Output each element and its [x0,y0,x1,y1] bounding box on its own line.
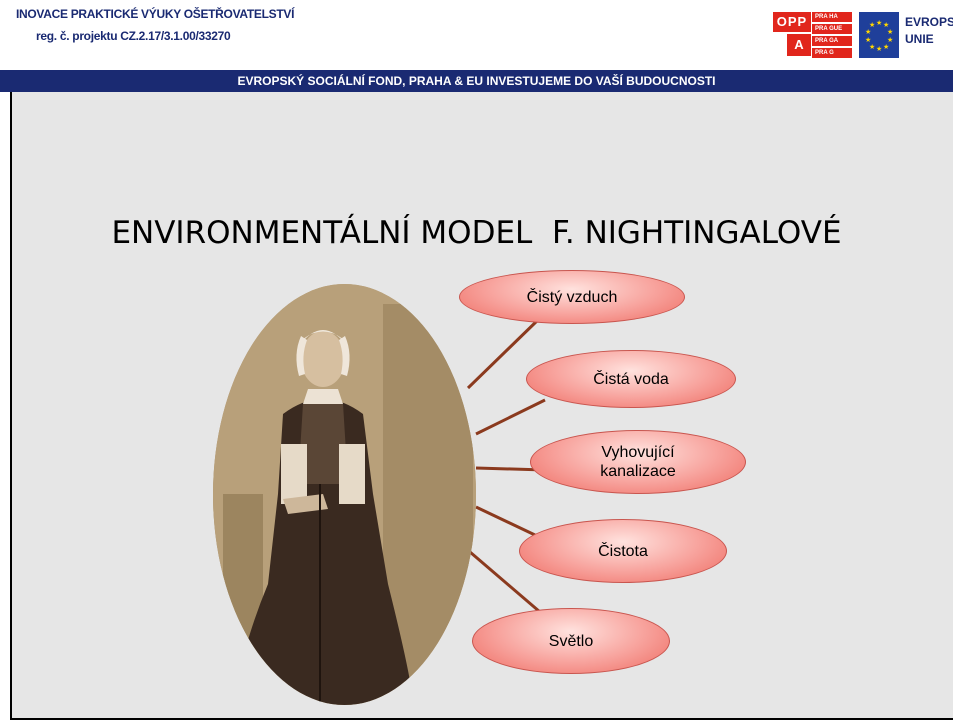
eu-flag-icon: ★ ★ ★ ★ ★ ★ ★ ★ ★ ★ [859,12,899,58]
bubble-sewerage-label: Vyhovující kanalizace [600,444,676,480]
oppa-logo-bottom: A [787,34,811,56]
project-title: INOVACE PRAKTICKÉ VÝUKY OŠETŘOVATELSTVÍ [16,7,295,21]
praha-logo-word: PRA G [815,50,834,56]
praha-logo-row: PRA GA [812,36,852,46]
connector-line [466,316,542,390]
bubble-cleanliness: Čistota [519,519,727,583]
praha-logo-row: PRA G [812,48,852,58]
oppa-logo-top: OPP [773,12,811,32]
eu-label-line1: EVROPSKÁ [905,15,953,29]
bubble-light: Světlo [472,608,670,674]
bubble-sewerage: Vyhovující kanalizace [530,430,746,494]
praha-logo-word: PRA GUE [815,26,843,32]
portrait-figure [213,284,476,705]
project-registration: reg. č. projektu CZ.2.17/3.1.00/33270 [36,29,231,43]
praha-logo-word: PRA GA [815,38,839,44]
praha-logo-word: PRA HA [815,14,838,20]
header: INOVACE PRAKTICKÉ VÝUKY OŠETŘOVATELSTVÍ … [0,0,953,70]
connector-line [475,505,536,537]
praha-logo-row: PRA GUE [812,24,852,34]
slide-title: ENVIRONMENTÁLNÍ MODEL F. NIGHTINGALOVÉ [111,215,842,251]
connector-line [475,398,546,436]
eu-label-line2: UNIE [905,32,934,46]
funding-banner: EVROPSKÝ SOCIÁLNÍ FOND, PRAHA & EU INVES… [0,70,953,92]
slide-content [10,92,953,720]
oppa-logo: OPP A [773,12,811,58]
bubble-clean-air: Čistý vzduch [459,270,685,324]
eu-label: EVROPSKÁ UNIE [905,14,953,48]
bubble-clean-water: Čistá voda [526,350,736,408]
connector-line [469,550,541,614]
praha-logo: PRA HA PRA GUE PRA GA PRA G [812,12,852,58]
florence-nightingale-portrait [213,284,476,705]
praha-logo-row: PRA HA [812,12,852,22]
